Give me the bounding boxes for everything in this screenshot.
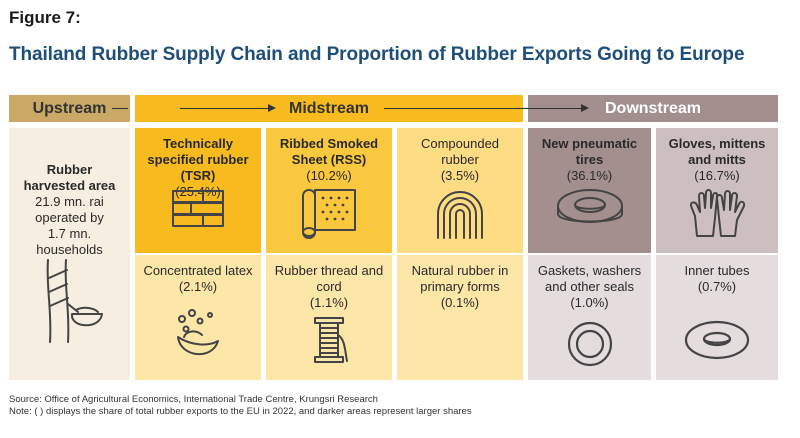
gloves-share: (16.7%): [694, 168, 740, 183]
cell-thread: Rubber thread and cord (1.1%): [266, 255, 392, 380]
gloves-name: Gloves, mittens and mitts: [668, 136, 766, 167]
thread-name: Rubber thread and cord: [274, 263, 384, 294]
natural-share: (0.1%): [440, 295, 480, 310]
stage-upstream-label: Upstream: [32, 99, 107, 117]
cell-gloves: Gloves, mittens and mitts (16.7%): [656, 128, 778, 253]
stage-upstream: Upstream: [9, 95, 130, 122]
cell-gaskets: Gaskets, washers and other seals (1.0%): [528, 255, 651, 380]
brick-blocks-icon: [172, 190, 224, 227]
gasket-ring-icon: [567, 321, 612, 367]
gaskets-name: Gaskets, washers and other seals: [537, 263, 642, 294]
footnote: Note: ( ) displays the share of total ru…: [9, 406, 472, 417]
gloves-icon: [689, 189, 746, 237]
flow-arrow-line: [384, 108, 581, 109]
tire-icon: [556, 189, 623, 223]
cell-tsr: Technically specified rubber (TSR) (25.4…: [135, 128, 261, 253]
tubes-name: Inner tubes: [684, 263, 750, 278]
thread-share: (1.1%): [309, 295, 349, 310]
tsr-name: Technically specified rubber (TSR): [147, 136, 249, 183]
cell-tubes: Inner tubes (0.7%): [656, 255, 778, 380]
rss-name: Ribbed Smoked Sheet (RSS): [279, 136, 379, 167]
source-note: Source: Office of Agricultural Economics…: [9, 394, 378, 405]
upstream-operated-by: operated by: [35, 210, 104, 225]
flow-arrow-head: [268, 104, 276, 112]
rss-share: (10.2%): [306, 168, 352, 183]
figure-title: Thailand Rubber Supply Chain and Proport…: [9, 44, 745, 65]
rubber-tapping-icon: [46, 259, 103, 343]
figure-label: Figure 7:: [9, 8, 81, 27]
upstream-cell: Rubber harvested area 21.9 mn. rai opera…: [9, 128, 130, 380]
compound-name: Compounded rubber: [420, 136, 500, 167]
flow-arrow-line: [112, 108, 128, 109]
latex-name: Concentrated latex: [143, 263, 253, 278]
cell-natural: Natural rubber in primary forms (0.1%): [397, 255, 523, 380]
compound-share: (3.5%): [440, 168, 480, 183]
stage-downstream-label: Downstream: [604, 99, 702, 117]
tires-share: (36.1%): [566, 168, 613, 183]
upstream-area: 21.9 mn. rai: [35, 194, 104, 209]
cell-rss: Ribbed Smoked Sheet (RSS) (10.2%): [266, 128, 392, 253]
natural-name: Natural rubber in primary forms: [411, 263, 509, 294]
stage-midstream-label: Midstream: [288, 99, 370, 117]
upstream-title-line1: Rubber: [46, 162, 93, 177]
gaskets-share: (1.0%): [570, 295, 609, 310]
thread-spool-icon: [314, 317, 348, 363]
cell-latex: Concentrated latex (2.1%): [135, 255, 261, 380]
tubes-share: (0.7%): [697, 279, 737, 294]
cell-compound: Compounded rubber (3.5%): [397, 128, 523, 253]
coiled-rubber-icon: [437, 191, 483, 239]
rubber-sheet-roll-icon: [302, 189, 356, 239]
cell-tires: New pneumatic tires (36.1%): [528, 128, 651, 253]
flow-arrow-line: [180, 108, 268, 109]
tires-name: New pneumatic tires: [541, 136, 638, 167]
inner-tube-icon: [684, 320, 750, 360]
latex-share: (2.1%): [178, 279, 218, 294]
flow-arrow-head: [581, 104, 589, 112]
upstream-title-line2: harvested area: [23, 178, 116, 193]
upstream-households: 1.7 mn. households: [36, 226, 103, 257]
latex-cup-icon: [177, 309, 219, 356]
